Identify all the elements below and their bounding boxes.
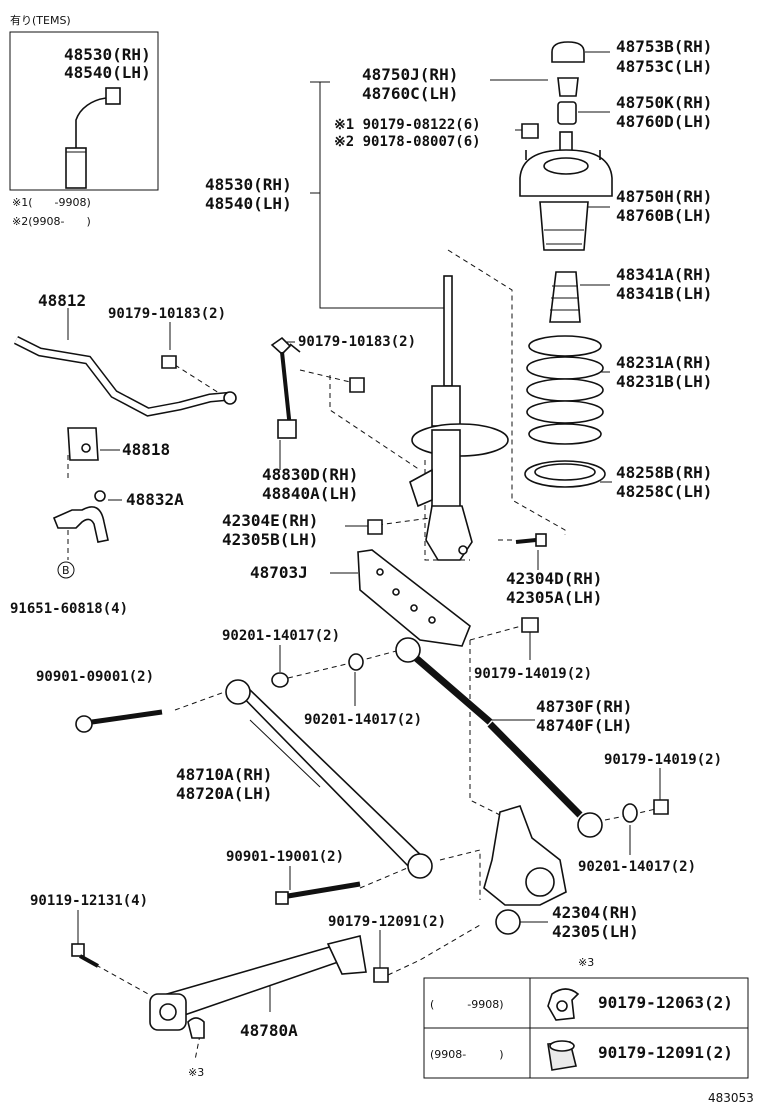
label-48753-lh[interactable]: 48753C(LH) (616, 57, 712, 76)
nut-note3-icon (187, 1017, 205, 1039)
label-48258-rh[interactable]: 48258B(RH) (616, 463, 712, 482)
arm-48730-icon (395, 637, 603, 838)
label-bolts-top-2[interactable]: ※2 90178-08007(6) (334, 134, 481, 150)
labels: 48753B(RH) 48753C(LH) 48750J(RH) 48760C(… (10, 37, 722, 1079)
label-48231-rh[interactable]: 48231A(RH) (616, 353, 712, 372)
bolt-09001-icon (75, 709, 163, 733)
bolt-42304d-icon (515, 533, 547, 547)
label-48703[interactable]: 48703J (250, 563, 308, 582)
label-48830-rh[interactable]: 48830D(RH) (262, 465, 358, 484)
label-48530-lh[interactable]: 48540(LH) (205, 194, 292, 213)
inset-title: 有り(TEMS) (10, 13, 71, 27)
label-91651[interactable]: 91651-60818(4) (10, 601, 128, 617)
washer-icons (271, 653, 638, 823)
label-48750j-lh[interactable]: 48760C(LH) (362, 84, 458, 103)
label-48812[interactable]: 48812 (38, 291, 86, 310)
label-48710-lh[interactable]: 48720A(LH) (176, 784, 272, 803)
svg-text:B: B (62, 564, 70, 577)
label-48832[interactable]: 48832A (126, 490, 184, 509)
dust-cap-icon (551, 41, 585, 63)
leader-lines (67, 51, 661, 1012)
lock-nut-icon (557, 77, 579, 97)
note3-table-header: ※3 (578, 956, 594, 969)
label-42304-lh[interactable]: 42305(LH) (552, 922, 639, 941)
label-note3: ※3 (188, 1066, 204, 1079)
label-nut-14019a[interactable]: 90179-14019(2) (474, 666, 592, 682)
lateral-bracket-icon (357, 549, 471, 647)
assembly-dash-lines (67, 249, 661, 1061)
label-bolt-09001[interactable]: 90901-09001(2) (36, 669, 154, 685)
trailing-arm-48780-icon (149, 935, 367, 1031)
label-48750h-lh[interactable]: 48760B(LH) (616, 206, 712, 225)
label-42304e-rh[interactable]: 42304E(RH) (222, 511, 318, 530)
note3-table: ※3 ( -9908) 90179-12063(2) (9908- ) 9017… (423, 956, 749, 1079)
figure-number: 483053 (708, 1091, 754, 1105)
bump-stopper-icon (549, 271, 581, 323)
nut-icons-small (161, 355, 669, 983)
label-48341-lh[interactable]: 48341B(LH) (616, 284, 712, 303)
label-48730-lh[interactable]: 48740F(LH) (536, 716, 632, 735)
shock-absorber-icon (409, 275, 509, 561)
bushing-bracket-icon (52, 490, 109, 543)
dust-boot-icon (539, 201, 589, 251)
label-48753-rh[interactable]: 48753B(RH) (616, 37, 712, 56)
support-mount-icon (519, 131, 613, 197)
label-washer-14017b[interactable]: 90201-14017(2) (304, 712, 422, 728)
spring-insulator-icon (524, 460, 606, 488)
b-mark: B (57, 561, 75, 579)
label-48530-rh[interactable]: 48530(RH) (205, 175, 292, 194)
label-bolt-19001[interactable]: 90901-19001(2) (226, 849, 344, 865)
label-washer-14017c[interactable]: 90201-14017(2) (578, 859, 696, 875)
label-48258-lh[interactable]: 48258C(LH) (616, 482, 712, 501)
coil-spring-icon (526, 335, 604, 445)
label-48341-rh[interactable]: 48341A(RH) (616, 265, 712, 284)
label-48830-lh[interactable]: 48840A(LH) (262, 484, 358, 503)
top-mount-stack (519, 41, 613, 488)
label-48750k-rh[interactable]: 48750K(RH) (616, 93, 712, 112)
inset-part-lh[interactable]: 48540(LH) (64, 63, 151, 82)
stabilizer-bushing-icon (67, 427, 99, 461)
label-48818[interactable]: 48818 (122, 440, 170, 459)
label-nut-10183a[interactable]: 90179-10183(2) (108, 306, 226, 322)
note3-row2-part[interactable]: 90179-12091(2) (598, 1043, 733, 1062)
bolt-12131-icon (71, 943, 99, 968)
nut-12091-icon (547, 1040, 577, 1071)
label-nut-10183b[interactable]: 90179-10183(2) (298, 334, 416, 350)
label-42304e-lh[interactable]: 42305B(LH) (222, 530, 318, 549)
label-48750k-lh[interactable]: 48760D(LH) (616, 112, 712, 131)
knuckle-icon (483, 805, 567, 935)
label-48730-rh[interactable]: 48730F(RH) (536, 697, 632, 716)
stabilizer-bar-icon (13, 335, 237, 417)
label-42304d-lh[interactable]: 42305A(LH) (506, 588, 602, 607)
label-nut-12091[interactable]: 90179-12091(2) (328, 914, 446, 930)
inset-note2: ※2(9908- ) (12, 215, 91, 228)
cushion-icon (557, 101, 577, 125)
inset-frame (9, 31, 159, 191)
inset-note1: ※1( -9908) (12, 196, 91, 209)
note3-row1-range: ( -9908) (430, 998, 504, 1011)
bolt-19001-icon (275, 881, 361, 905)
label-bolts-top-1[interactable]: ※1 90179-08122(6) (334, 117, 481, 133)
label-48231-lh[interactable]: 48231B(LH) (616, 372, 712, 391)
label-42304-rh[interactable]: 42304(RH) (552, 903, 639, 922)
label-48710-rh[interactable]: 48710A(RH) (176, 765, 272, 784)
label-bolt-12131[interactable]: 90119-12131(4) (30, 893, 148, 909)
label-nut-14019b[interactable]: 90179-14019(2) (604, 752, 722, 768)
inset-part-rh[interactable]: 48530(RH) (64, 45, 151, 64)
inset-tems: 有り(TEMS) 48530(RH) 48540(LH) ※1( -9908) … (9, 13, 159, 228)
label-48780[interactable]: 48780A (240, 1021, 298, 1040)
label-48750j-rh[interactable]: 48750J(RH) (362, 65, 458, 84)
stab-link-icon (270, 336, 301, 439)
label-42304d-rh[interactable]: 42304D(RH) (506, 569, 602, 588)
arm-48710-icon (225, 679, 433, 879)
note3-row2-range: (9908- ) (430, 1048, 504, 1061)
note3-row1-part[interactable]: 90179-12063(2) (598, 993, 733, 1012)
tems-shock-icon (65, 87, 121, 189)
nut-12063-icon (547, 988, 580, 1021)
bolt-nut-top-icon (521, 123, 539, 139)
label-48750h-rh[interactable]: 48750H(RH) (616, 187, 712, 206)
label-washer-14017a[interactable]: 90201-14017(2) (222, 628, 340, 644)
